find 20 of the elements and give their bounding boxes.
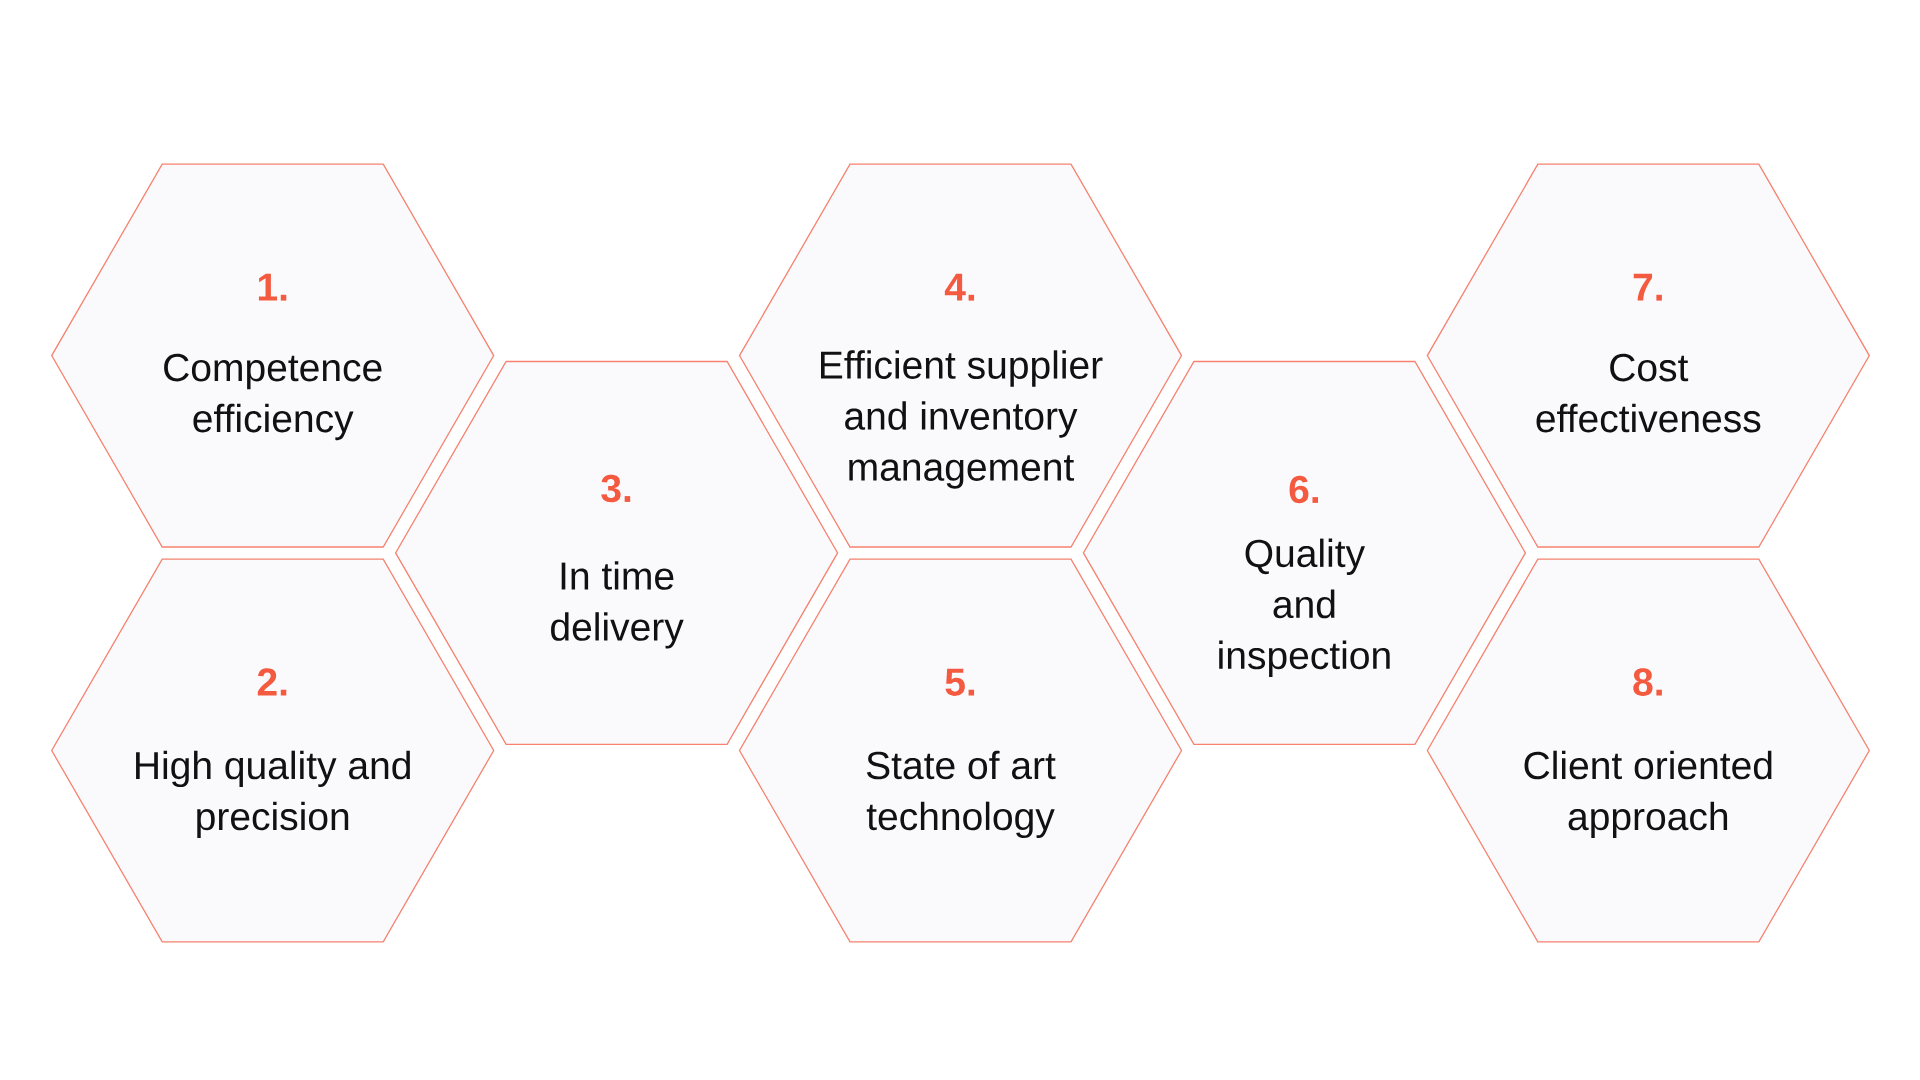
step-number: 7.: [1633, 273, 1662, 301]
step-number: 4.: [944, 273, 975, 301]
hexagon: [50, 558, 495, 943]
hexagon-label: In time delivery: [551, 561, 684, 649]
hexagon-label: State of art technology: [866, 750, 1056, 839]
hexagon-label: Efficient supplier and inventory management: [821, 350, 1103, 489]
hexagon: [50, 163, 495, 548]
hexagon-label: Quality and inspection: [1219, 538, 1390, 677]
step-number: 8.: [1633, 668, 1662, 696]
hexagon: [738, 163, 1183, 548]
step-number: 5.: [945, 668, 975, 696]
hexagon-label: Cost effectiveness: [1536, 353, 1761, 433]
step-number: 2.: [257, 668, 287, 696]
step-number: 3.: [601, 474, 631, 503]
hexagon-label: Client oriented approach: [1524, 750, 1772, 839]
hexagon-label: Competence efficiency: [164, 353, 382, 441]
step-number: 1.: [258, 273, 287, 301]
hexagon-label: High quality and precision: [136, 750, 410, 839]
step-number: 6.: [1289, 475, 1318, 504]
hexagon: [738, 558, 1183, 943]
